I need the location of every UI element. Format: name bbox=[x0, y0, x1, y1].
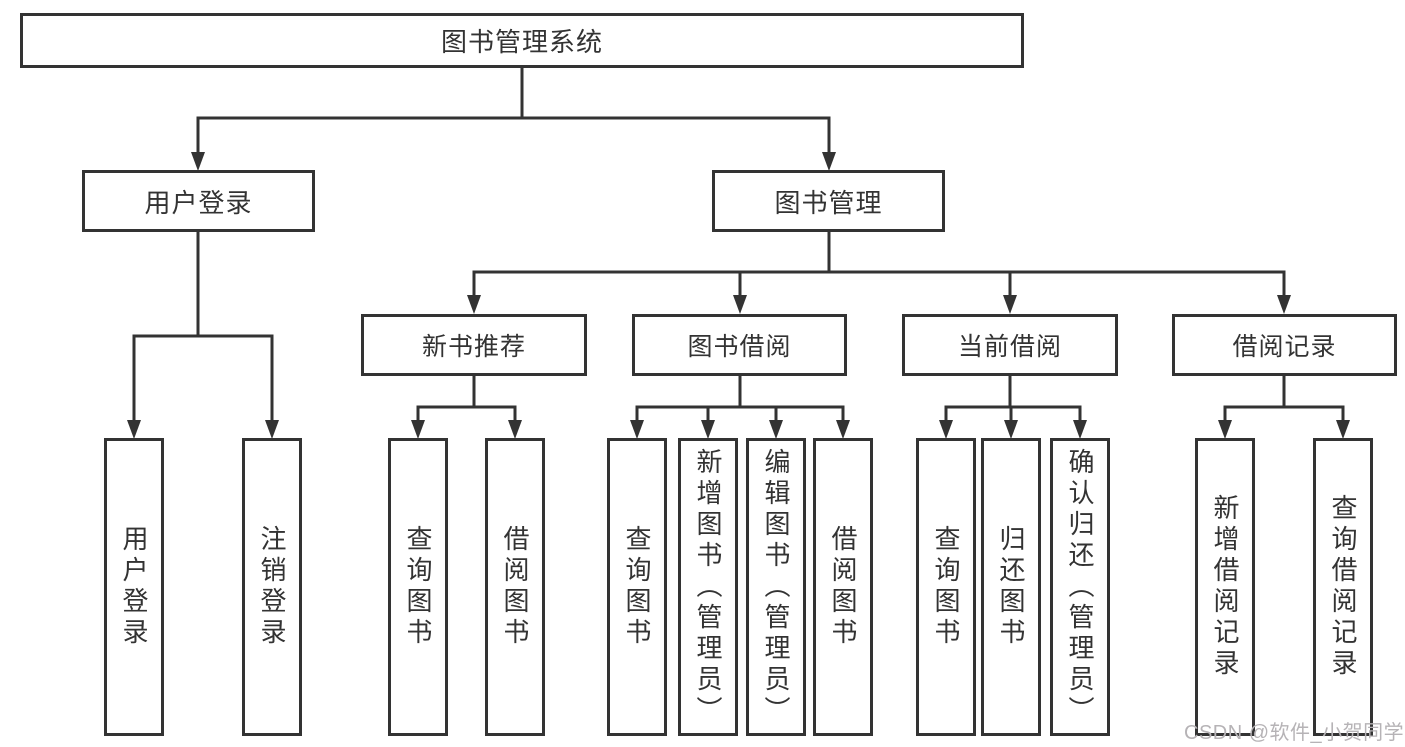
node-label: 用户登录 bbox=[119, 525, 149, 649]
leaf-borrow-books-recommend: 借阅图书 bbox=[485, 438, 545, 736]
node-label: 归还图书 bbox=[996, 525, 1026, 649]
junction-book-borrow bbox=[635, 374, 845, 422]
junction-borrow-records bbox=[1223, 374, 1345, 422]
node-label: 图书管理 bbox=[774, 187, 883, 218]
junction-book-management bbox=[472, 230, 1286, 297]
node-label: 确认归还（管理员） bbox=[1065, 447, 1095, 727]
node-label: 新书推荐 bbox=[421, 333, 526, 361]
arrow-icon bbox=[822, 152, 836, 171]
arrow-icon bbox=[265, 420, 279, 439]
arrow-icon bbox=[1218, 420, 1232, 439]
node-label: 图书管理系统 bbox=[440, 27, 603, 57]
leaf-add-book-admin: 新增图书（管理员） bbox=[678, 438, 738, 736]
arrow-icon bbox=[127, 420, 141, 439]
node-label: 用户登录 bbox=[144, 187, 253, 218]
node-label: 图书借阅 bbox=[687, 333, 792, 361]
arrow-icon bbox=[1004, 420, 1018, 439]
node-user-login: 用户登录 bbox=[82, 170, 315, 232]
node-new-book-recommend: 新书推荐 bbox=[361, 314, 587, 376]
arrow-icon bbox=[836, 420, 850, 439]
node-current-borrow: 当前借阅 bbox=[902, 314, 1118, 376]
arrow-icon bbox=[1073, 420, 1087, 439]
node-root-system: 图书管理系统 bbox=[20, 13, 1024, 68]
node-book-borrow: 图书借阅 bbox=[632, 314, 847, 376]
node-label: 编辑图书（管理员） bbox=[761, 447, 791, 727]
node-label: 当前借阅 bbox=[957, 333, 1062, 361]
leaf-query-books-borrow: 查询图书 bbox=[607, 438, 667, 736]
node-label: 借阅图书 bbox=[828, 525, 858, 649]
node-borrow-records: 借阅记录 bbox=[1172, 314, 1397, 376]
node-label: 查询借阅记录 bbox=[1328, 494, 1358, 680]
arrow-icon bbox=[939, 420, 953, 439]
arrow-icon bbox=[467, 295, 481, 314]
csdn-watermark: CSDN @软件_小贺同学 bbox=[1184, 722, 1405, 744]
node-label: 借阅记录 bbox=[1232, 333, 1337, 361]
arrow-icon bbox=[701, 420, 715, 439]
arrow-icon bbox=[191, 152, 205, 171]
arrow-icon bbox=[411, 420, 425, 439]
leaf-confirm-return-admin: 确认归还（管理员） bbox=[1050, 438, 1110, 736]
junction-current-borrow bbox=[944, 374, 1082, 422]
node-book-management: 图书管理 bbox=[712, 170, 945, 232]
arrow-icon bbox=[1277, 295, 1291, 314]
leaf-return-book: 归还图书 bbox=[981, 438, 1041, 736]
arrow-icon bbox=[1003, 295, 1017, 314]
leaf-query-books-current: 查询图书 bbox=[916, 438, 976, 736]
arrow-icon bbox=[1336, 420, 1350, 439]
junction-new-book bbox=[416, 374, 517, 422]
node-label: 查询图书 bbox=[931, 525, 961, 649]
arrow-icon bbox=[733, 295, 747, 314]
node-label: 查询图书 bbox=[403, 525, 433, 649]
junction-root bbox=[196, 66, 831, 154]
leaf-add-borrow-record: 新增借阅记录 bbox=[1195, 438, 1255, 736]
junction-user-login bbox=[132, 230, 274, 422]
leaf-logout: 注销登录 bbox=[242, 438, 302, 736]
leaf-query-books-recommend: 查询图书 bbox=[388, 438, 448, 736]
leaf-borrow-books: 借阅图书 bbox=[813, 438, 873, 736]
node-label: 查询图书 bbox=[622, 525, 652, 649]
leaf-edit-book-admin: 编辑图书（管理员） bbox=[746, 438, 806, 736]
node-label: 注销登录 bbox=[257, 525, 287, 649]
arrow-icon bbox=[769, 420, 783, 439]
leaf-user-login: 用户登录 bbox=[104, 438, 164, 736]
node-label: 新增借阅记录 bbox=[1210, 494, 1240, 680]
node-label: 新增图书（管理员） bbox=[693, 447, 723, 727]
leaf-query-borrow-record: 查询借阅记录 bbox=[1313, 438, 1373, 736]
arrow-icon bbox=[630, 420, 644, 439]
node-label: 借阅图书 bbox=[500, 525, 530, 649]
arrow-icon bbox=[508, 420, 522, 439]
